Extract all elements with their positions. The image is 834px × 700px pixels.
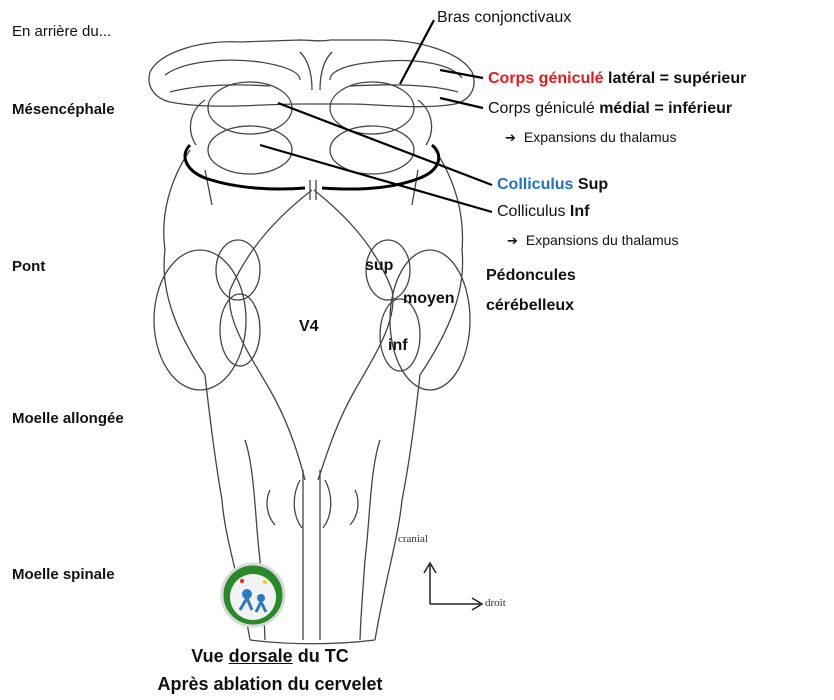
colliculus-sup-term: Colliculus — [497, 176, 573, 193]
label-moyen: moyen — [403, 290, 455, 308]
label-droit: droit — [485, 597, 506, 609]
label-pedoncules-1: Pédoncules — [486, 267, 576, 285]
label-moelle-spinale: Moelle spinale — [12, 566, 115, 583]
caption-du-tc: du TC — [298, 646, 349, 666]
label-colliculus-inf: Colliculus Inf — [497, 203, 589, 221]
colliculus-sup-desc: Sup — [578, 176, 608, 193]
label-sup: sup — [365, 257, 393, 275]
colliculus-inf-desc: Inf — [570, 203, 590, 220]
brainstem-outline — [149, 40, 474, 644]
label-expansion-1: ➔ Expansions du thalamus — [505, 129, 676, 146]
caption-vue: Vue — [191, 646, 223, 666]
label-moelle-allongee: Moelle allongée — [12, 410, 124, 427]
label-corps-genicule-medial: Corps géniculé médial = inférieur — [488, 100, 732, 118]
caption-line-2: Après ablation du cervelet — [0, 674, 540, 695]
cgl-term: Corps géniculé — [488, 70, 604, 87]
label-corps-genicule-lateral: Corps géniculé latéral = supérieur — [488, 70, 746, 88]
colliculus-inf-term: Colliculus — [497, 203, 565, 220]
orientation-arrows — [424, 563, 482, 610]
caption-dorsale: dorsale — [229, 646, 293, 666]
leader-lines — [260, 20, 492, 212]
label-behind: En arrière du... — [12, 23, 111, 40]
label-pont: Pont — [12, 258, 45, 275]
label-bras-conjonctivaux: Bras conjonctivaux — [437, 9, 571, 27]
label-v4: V4 — [299, 318, 319, 336]
label-colliculus-sup: Colliculus Sup — [497, 176, 608, 194]
logo-badge-icon — [222, 564, 284, 626]
right-arrow-icon: ➔ — [505, 130, 516, 145]
cgm-desc: médial = inférieur — [599, 100, 732, 117]
right-arrow-icon: ➔ — [507, 233, 518, 248]
expansion-2-text: Expansions du thalamus — [526, 232, 679, 248]
cgm-term: Corps géniculé — [488, 100, 595, 117]
caption-line-1: Vue dorsale du TC — [0, 646, 540, 667]
cgl-desc: latéral = supérieur — [608, 70, 746, 87]
label-pedoncules-2: cérébelleux — [486, 297, 574, 315]
label-expansion-2: ➔ Expansions du thalamus — [507, 232, 678, 249]
label-inf: inf — [388, 337, 408, 355]
label-cranial: cranial — [398, 533, 428, 545]
label-mesencephale: Mésencéphale — [12, 101, 115, 118]
expansion-1-text: Expansions du thalamus — [524, 129, 677, 145]
